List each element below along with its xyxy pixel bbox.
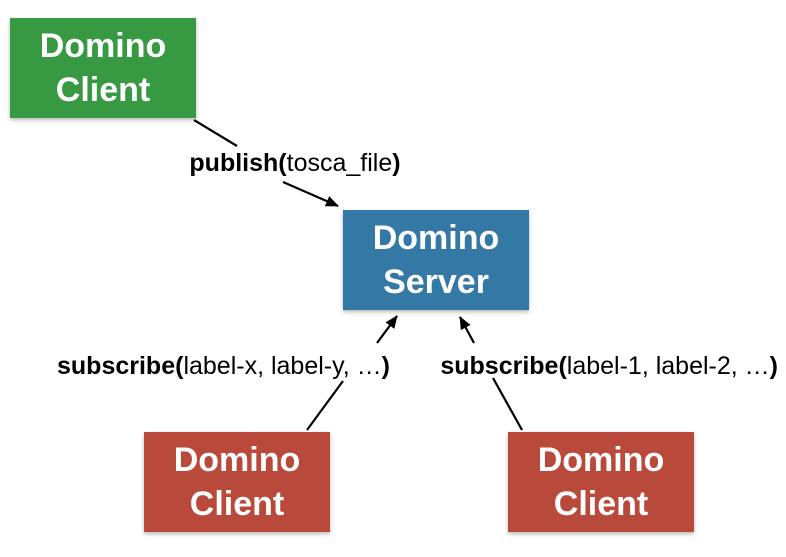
publish-call-name: publish( bbox=[189, 149, 287, 177]
subscribe-left-call-name: subscribe( bbox=[57, 352, 184, 380]
publish-call-close: ) bbox=[392, 149, 401, 177]
subscribe-right-call-name: subscribe( bbox=[440, 352, 567, 380]
subscribe-left-call-args: label-x, label-y, … bbox=[183, 352, 382, 380]
subscribe-right-edge-label: subscribe(label-1, label-2, …) bbox=[440, 352, 778, 381]
subscribe-left-arrow bbox=[306, 315, 398, 431]
node-domino-client-bottom-right: Domino Client bbox=[508, 432, 694, 532]
publish-edge-label: publish(tosca_file) bbox=[189, 149, 400, 178]
subscribe-right-call-args: label-1, label-2, … bbox=[566, 352, 770, 380]
node-label-line: Client bbox=[55, 71, 151, 109]
subscribe-right-arrow-upper-segment-with-head bbox=[459, 316, 475, 344]
node-domino-server: Domino Server bbox=[343, 210, 529, 310]
node-label-line: Domino bbox=[39, 27, 167, 65]
node-label-line: Client bbox=[553, 485, 649, 523]
node-label-line: Domino bbox=[537, 441, 665, 479]
subscribe-left-arrow-lower-segment bbox=[306, 380, 344, 431]
publish-call-args: tosca_file bbox=[286, 149, 393, 177]
publish-arrow-upper-segment bbox=[193, 119, 238, 147]
node-label-line: Domino bbox=[372, 219, 500, 257]
publish-arrow-lower-segment-with-head bbox=[282, 180, 339, 208]
subscribe-left-edge-label: subscribe(label-x, label-y, …) bbox=[57, 352, 390, 381]
subscribe-left-call-close: ) bbox=[381, 352, 390, 380]
node-domino-client-top: Domino Client bbox=[10, 18, 196, 118]
subscribe-left-arrow-upper-segment-with-head bbox=[376, 315, 398, 344]
node-label-line: Domino bbox=[173, 441, 301, 479]
subscribe-right-call-close: ) bbox=[769, 352, 778, 380]
subscribe-right-arrow bbox=[459, 316, 523, 431]
node-label-line: Server bbox=[383, 263, 489, 301]
publish-arrow bbox=[193, 119, 339, 208]
subscribe-right-arrow-lower-segment bbox=[492, 377, 523, 431]
node-domino-client-bottom-left: Domino Client bbox=[144, 432, 330, 532]
node-label-line: Client bbox=[189, 485, 285, 523]
